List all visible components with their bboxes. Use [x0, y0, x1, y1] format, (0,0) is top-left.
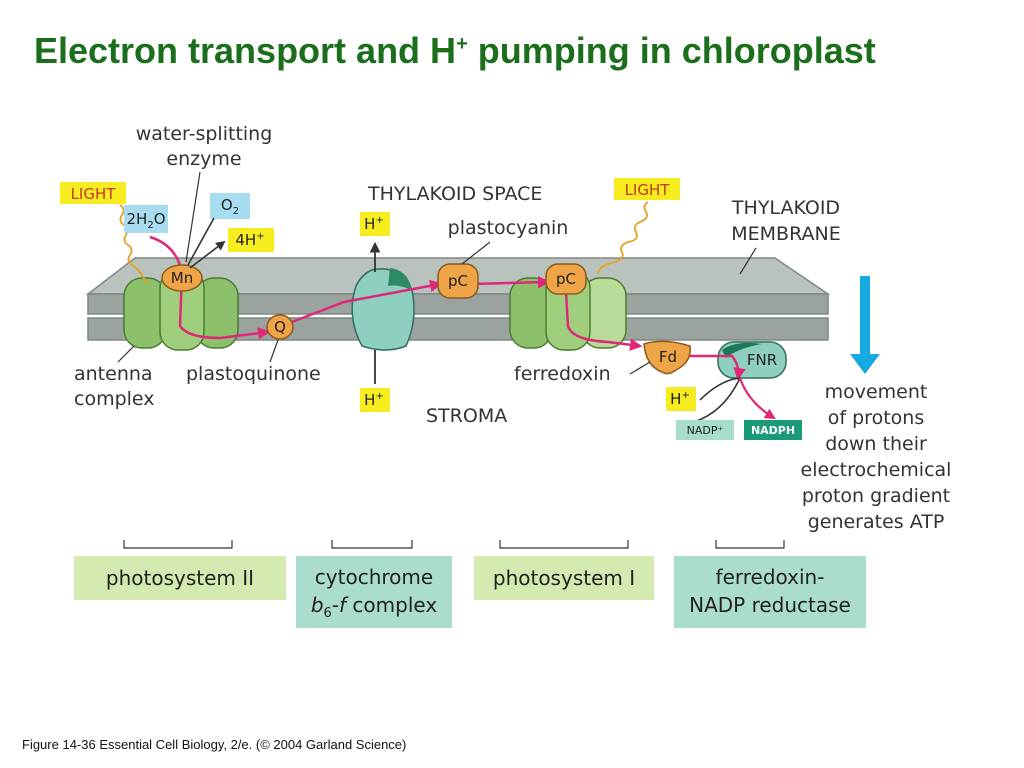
movement-line-5: proton gradient: [802, 485, 950, 507]
fnr-label: FNR: [747, 351, 777, 369]
proton-arrow-head: [850, 354, 880, 374]
light-left-box: [60, 182, 126, 204]
complex-label: complex: [74, 388, 155, 410]
bracket-cytochrome: [331, 540, 413, 549]
caption-cytochrome-2: b6-f complex: [311, 593, 438, 621]
pc-left-label: pC: [448, 272, 468, 290]
ferredoxin-label: ferredoxin: [514, 363, 611, 385]
plastocyanin-right: [545, 263, 587, 295]
caption-ps2: photosystem II: [106, 566, 254, 590]
electron-path-q-to-pc: [291, 279, 443, 324]
electron-path-arrow: [149, 235, 271, 340]
h-top-box: [360, 212, 390, 236]
bracket-fnr: [715, 540, 785, 549]
cytochrome-complex-protein: [351, 268, 415, 351]
caption-box-cytochrome: [296, 556, 452, 628]
q-label: Q: [274, 318, 286, 336]
h-bottom-box: [360, 388, 390, 412]
4h-label: 4H+: [235, 231, 264, 249]
photosystem-ii-protein: [123, 269, 239, 351]
thylakoid-space-label: THYLAKOID SPACE: [367, 183, 542, 205]
ferredoxin-pointer: [629, 361, 651, 375]
movement-line-6: generates ATP: [808, 511, 945, 533]
mn-label: Mn: [171, 269, 193, 287]
movement-line-1: movement: [825, 381, 928, 403]
movement-line-4: electrochemical: [801, 459, 952, 481]
movement-line-3: down their: [825, 433, 927, 455]
plastoquinone-pointer: [269, 339, 279, 363]
h-right-label: H+: [670, 390, 690, 408]
h2o-box: [124, 205, 168, 233]
bracket-ps1: [499, 540, 629, 549]
membrane-label: MEMBRANE: [731, 223, 840, 245]
light-left-label: LIGHT: [71, 185, 117, 203]
nadp-label: NADP⁺: [687, 424, 724, 437]
electron-path-fd-to-fnr: [688, 354, 746, 381]
water-splitting-arrows: [187, 217, 224, 269]
plastocyanin-pointer: [461, 241, 491, 265]
ferredoxin-carrier: [643, 340, 691, 375]
caption-box-ps1: [474, 556, 654, 600]
caption-box-ps2: [74, 556, 286, 600]
enzyme-label: enzyme: [166, 148, 241, 170]
pc-right-label: pC: [556, 270, 576, 288]
o2-box: [210, 193, 250, 219]
title-main: Electron transport and H: [34, 30, 457, 71]
membrane-pointer: [739, 247, 757, 275]
light-right-box: [614, 178, 680, 200]
plastocyanin-left: [437, 263, 479, 299]
fd-label: Fd: [659, 348, 677, 366]
h2o-label: 2H2O: [126, 210, 165, 231]
electron-path-ps1-to-fd: [564, 291, 643, 351]
page-title: Electron transport and H+ pumping in chl…: [34, 30, 876, 72]
plastoquinone-carrier: [266, 314, 294, 340]
4h-box: [228, 228, 274, 252]
nadph-label: NADPH: [751, 424, 795, 437]
caption-box-fnr: [674, 556, 866, 628]
movement-line-2: of protons: [828, 407, 924, 429]
nadp-box: [676, 420, 734, 440]
caption-ps1: photosystem I: [493, 566, 635, 590]
light-right-label: LIGHT: [625, 181, 671, 199]
water-splitting-pointer: [185, 171, 201, 263]
stroma-label: STROMA: [426, 405, 507, 427]
electron-path-pc-to-pc: [471, 276, 551, 289]
antenna-label: antenna: [74, 363, 153, 385]
title-rest: pumping in chloroplast: [467, 30, 876, 71]
nadph-box: [744, 420, 802, 440]
plastoquinone-label: plastoquinone: [186, 363, 321, 385]
h-bottom-label: H+: [364, 391, 384, 409]
plastocyanin-label: plastocyanin: [448, 217, 569, 239]
title-superscript: +: [456, 33, 468, 55]
caption-cytochrome-1: cytochrome: [315, 565, 433, 589]
water-splitting-label: water-splitting: [136, 123, 273, 145]
o2-label: O2: [221, 196, 239, 217]
h-top-label: H+: [364, 215, 384, 233]
caption-fnr-1: ferredoxin-: [716, 565, 825, 589]
nadph-output-arrow: [738, 377, 776, 420]
proton-arrow-shaft: [860, 276, 870, 356]
antenna-pointer: [117, 345, 135, 363]
mn-cluster: [161, 264, 203, 292]
light-left-wave: [119, 204, 151, 284]
figure-credit: Figure 14-36 Essential Cell Biology, 2/e…: [22, 737, 407, 752]
caption-fnr-2: NADP reductase: [689, 593, 851, 617]
light-right-wave: [597, 201, 649, 275]
h-right-box: [666, 387, 696, 411]
nadph-reaction-lines: [693, 377, 741, 423]
thylakoid-membrane-label: THYLAKOID: [731, 197, 840, 219]
bracket-ps2: [123, 540, 233, 549]
